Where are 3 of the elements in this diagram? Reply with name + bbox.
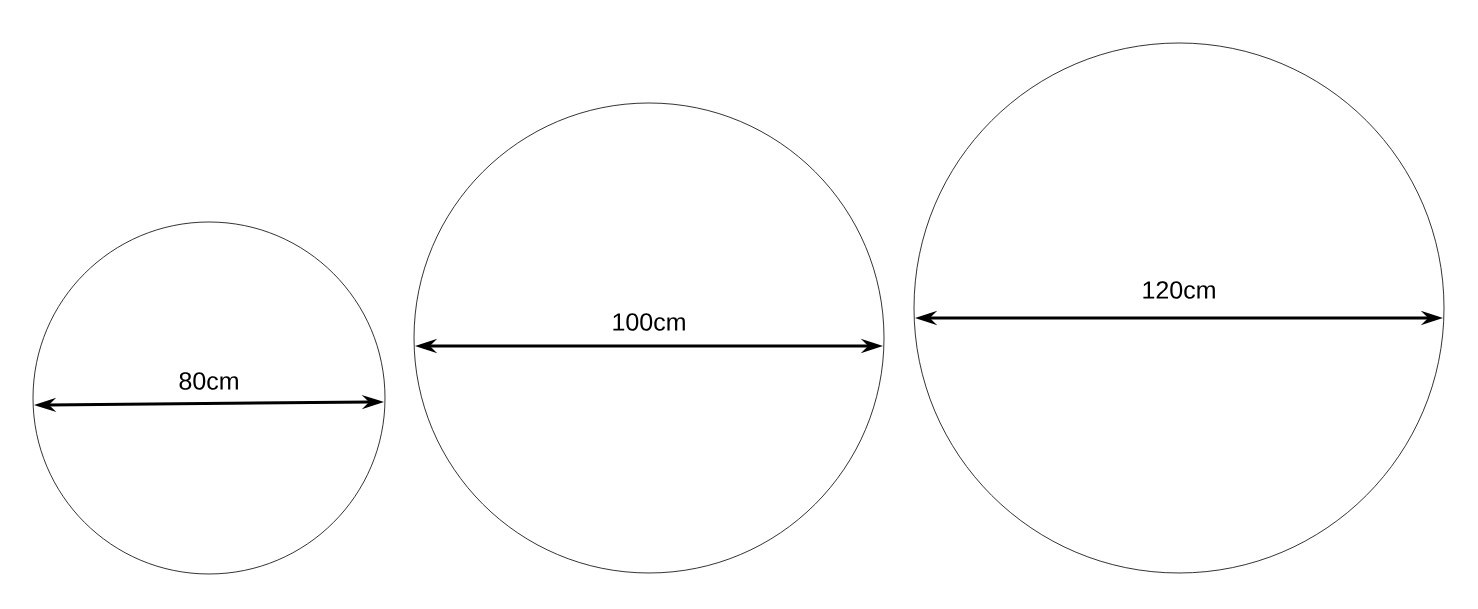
dimension-label: 120cm xyxy=(1143,281,1215,299)
dimension-label: 100cm xyxy=(613,313,685,331)
dimension-label: 80cm xyxy=(179,372,238,390)
